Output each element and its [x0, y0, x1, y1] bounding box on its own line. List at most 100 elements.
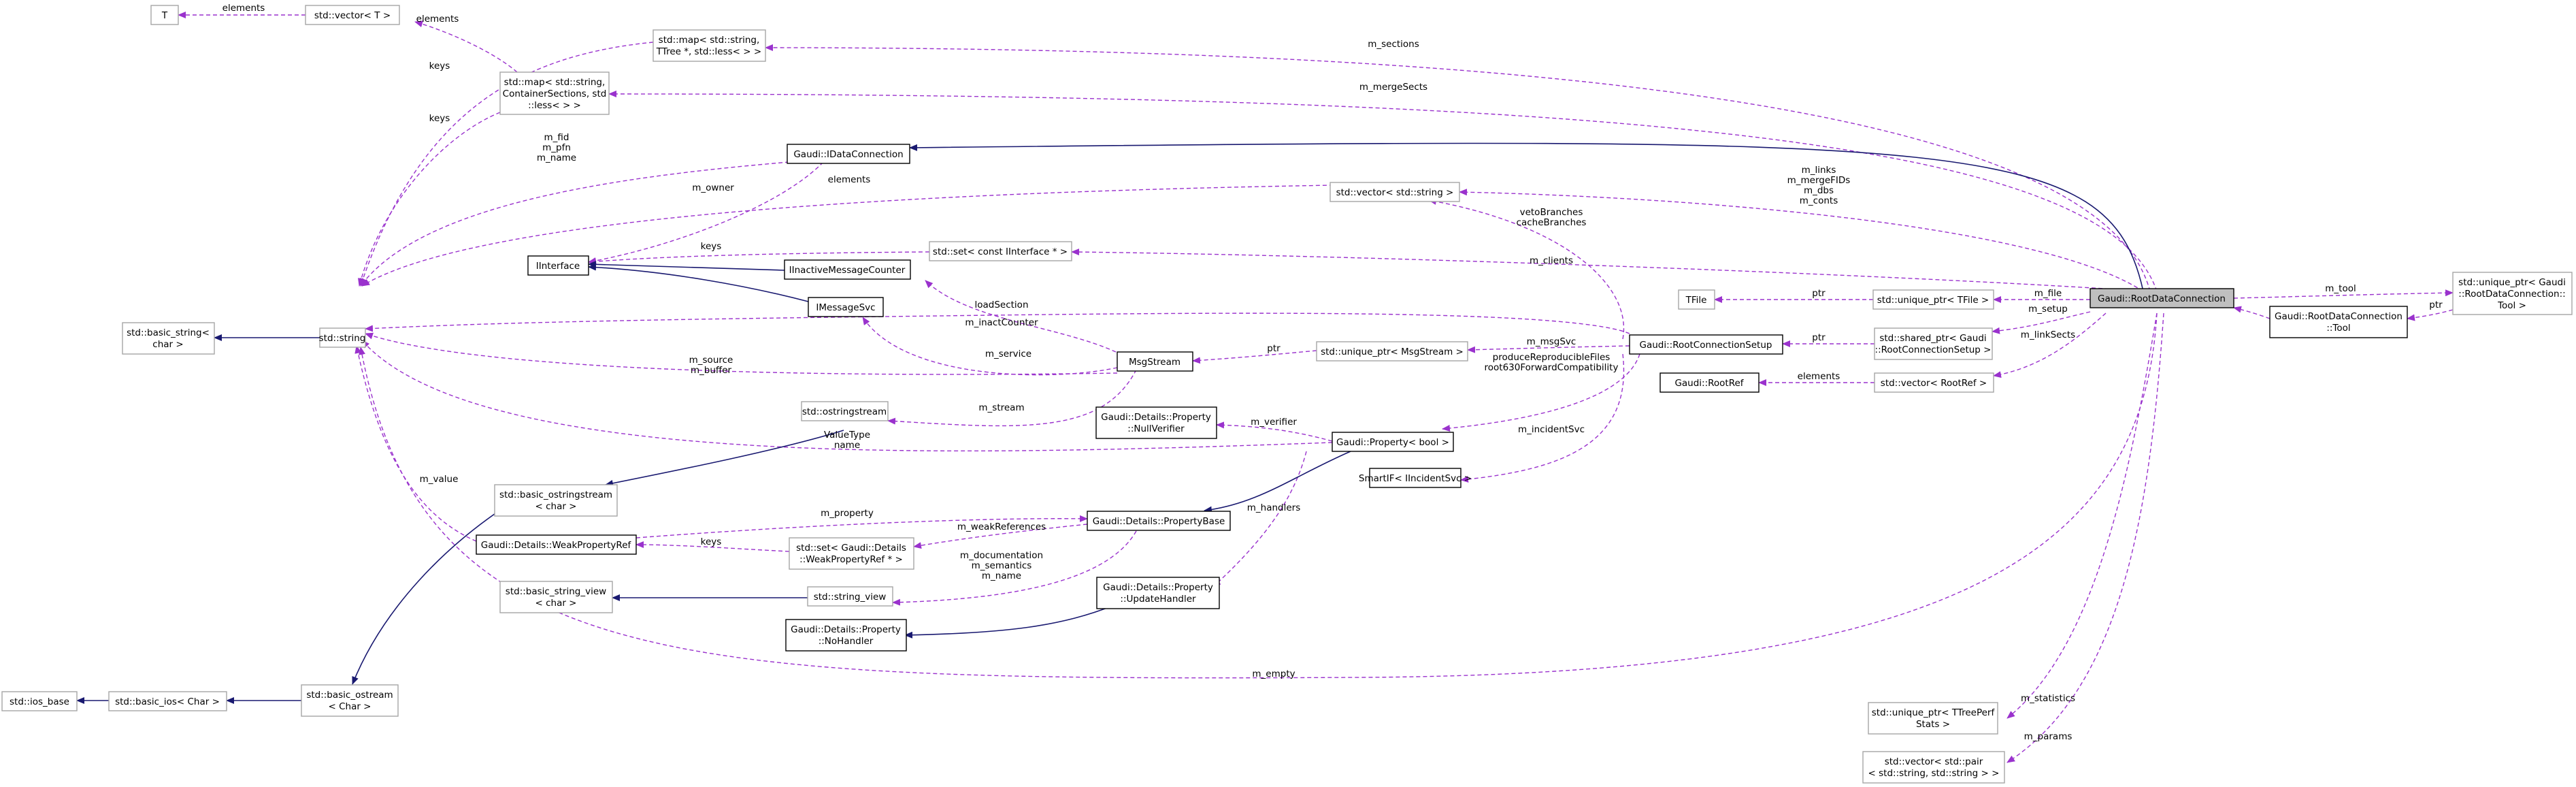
svg-text:std::vector< RootRef >: std::vector< RootRef >: [1881, 378, 1987, 389]
edge-conn-mapContainer: [608, 91, 2158, 292]
node-T[interactable]: T: [150, 5, 179, 25]
label-m-empty: m_empty: [1252, 669, 1295, 679]
node-propertybase[interactable]: Gaudi::Details::PropertyBase: [1087, 511, 1231, 531]
label-m-tool: m_tool: [2325, 283, 2356, 294]
node-basic-string-view[interactable]: std::basic_string_view< char >: [499, 581, 613, 613]
svg-text:std::vector< std::pair< std::s: std::vector< std::pair< std::string, std…: [1868, 756, 2000, 779]
svg-text:Gaudi::Details::PropertyBase: Gaudi::Details::PropertyBase: [1093, 516, 1225, 527]
node-vector-T[interactable]: std::vector< T >: [305, 5, 400, 25]
label-m-mergesects: m_mergeSects: [1359, 82, 1427, 93]
label-elements-vecT: elements: [416, 14, 459, 25]
node-rootref[interactable]: Gaudi::RootRef: [1659, 372, 1760, 393]
edge-propbase-stringview: [892, 530, 1137, 606]
label-m-sections: m_sections: [1368, 39, 1419, 50]
svg-text:Gaudi::Property< bool >: Gaudi::Property< bool >: [1336, 437, 1449, 448]
label-m-owner: m_owner: [692, 182, 734, 193]
node-iinactivemessagecounter[interactable]: IInactiveMessageCounter: [784, 259, 911, 280]
edge-setup-upMsgStream: [1467, 345, 1630, 353]
svg-text:std::ios_base: std::ios_base: [10, 696, 69, 707]
node-smartif-iincidentsvc[interactable]: SmartIF< IIncidentSvc >: [1359, 468, 1472, 488]
edge-conn-string-empty: [359, 312, 2158, 679]
node-weakpropertyref[interactable]: Gaudi::Details::WeakPropertyRef: [476, 534, 637, 555]
edge-inactive-iinterface: [588, 261, 785, 271]
node-ostringstream[interactable]: std::ostringstream: [801, 401, 889, 421]
edge-mapContainer-vecT: [414, 20, 518, 73]
node-unique-ptr-msgstream[interactable]: std::unique_ptr< MsgStream >: [1316, 341, 1468, 362]
edge-conn-mapTTree: [765, 44, 2151, 292]
svg-text:std::basic_ios< Char >: std::basic_ios< Char >: [115, 696, 220, 707]
node-msgstream[interactable]: MsgStream: [1117, 351, 1193, 372]
node-basic-ostringstream[interactable]: std::basic_ostringstream< char >: [494, 484, 618, 517]
edge-ostringstream-basicostringstream: [605, 430, 844, 487]
edge-msgstream-ostringstream: [887, 369, 1137, 427]
node-map-containersections[interactable]: std::map< std::string,ContainerSections,…: [499, 71, 610, 115]
edge-upTool-tool: [2407, 309, 2454, 321]
node-idataconnection[interactable]: Gaudi::IDataConnection: [787, 144, 910, 164]
label-m-stream: m_stream: [978, 402, 1024, 413]
node-tfile[interactable]: TFile: [1678, 289, 1715, 310]
label-m-clients: m_clients: [1530, 255, 1573, 266]
node-basic-ios[interactable]: std::basic_ios< Char >: [108, 691, 227, 711]
edge-imessagesvc-iinterface: [588, 263, 809, 302]
node-set-iinterface[interactable]: std::set< const IInterface * >: [929, 241, 1072, 261]
edge-weakref-propbase: [635, 515, 1088, 539]
node-string-view[interactable]: std::string_view: [807, 586, 893, 607]
svg-text:std::string_view: std::string_view: [814, 592, 887, 603]
edge-basicostringstream-basicostream: [352, 495, 523, 685]
node-ios-base[interactable]: std::ios_base: [1, 691, 78, 711]
edge-upMsgStream-msgstream: [1192, 350, 1317, 364]
node-rootconnectionsetup[interactable]: Gaudi::RootConnectionSetup: [1629, 334, 1783, 355]
node-unique-ptr-tool[interactable]: std::unique_ptr< Gaudi::RootDataConnecti…: [2452, 272, 2573, 315]
edge-msgstream-inactive: [925, 280, 1117, 353]
svg-text:TFile: TFile: [1685, 295, 1707, 306]
svg-text:std::vector< T >: std::vector< T >: [314, 10, 391, 21]
edge-conn-vecpair: [2007, 312, 2164, 763]
edge-mapContainer-string: [358, 112, 501, 287]
edge-weakref-string: [354, 345, 477, 542]
node-property-bool[interactable]: Gaudi::Property< bool >: [1332, 432, 1454, 452]
node-map-ttree[interactable]: std::map< std::string,TTree *, std::less…: [653, 29, 766, 62]
label-keys-map2: keys: [429, 113, 450, 124]
svg-text:MsgStream: MsgStream: [1129, 357, 1180, 368]
edge-updatehandler-nohandler: [904, 604, 1117, 639]
node-vector-pair[interactable]: std::vector< std::pair< std::string, std…: [1862, 751, 2005, 784]
node-rootdataconnection[interactable]: Gaudi::RootDataConnection: [2090, 288, 2234, 308]
node-iinterface[interactable]: IInterface: [527, 255, 589, 276]
edge-setup-string: [365, 312, 1630, 334]
node-nohandler[interactable]: Gaudi::Details::Property::NoHandler: [785, 619, 907, 652]
edge-setup-smartif: [1460, 353, 1625, 483]
node-basic-ostream[interactable]: std::basic_ostream< Char >: [301, 684, 399, 717]
svg-text:std::basic_ostream< Char >: std::basic_ostream< Char >: [306, 690, 393, 712]
edge-setIInterface-iinterface: [588, 251, 930, 266]
svg-text:Gaudi::RootConnectionSetup: Gaudi::RootConnectionSetup: [1640, 340, 1772, 351]
label-m-linksects: m_linkSects: [2021, 330, 2075, 340]
node-std-string[interactable]: std::string: [319, 327, 366, 348]
node-imessagesvc[interactable]: IMessageSvc: [808, 297, 884, 317]
label-m-statistics: m_statistics: [2021, 693, 2075, 704]
svg-text:std::set< Gaudi::Details::Weak: std::set< Gaudi::Details::WeakPropertyRe…: [796, 543, 906, 565]
edge-propbool-propbase: [1204, 451, 1351, 513]
node-rootdataconnection-tool[interactable]: Gaudi::RootDataConnection::Tool: [2269, 306, 2408, 338]
svg-text:std::unique_ptr< Gaudi::RootDa: std::unique_ptr< Gaudi::RootDataConnecti…: [2458, 277, 2566, 311]
node-vector-string[interactable]: std::vector< std::string >: [1330, 182, 1460, 202]
svg-text:IInterface: IInterface: [536, 261, 580, 272]
label-m-value: m_value: [420, 474, 459, 485]
node-vector-rootref[interactable]: std::vector< RootRef >: [1874, 372, 1994, 393]
svg-text:std::ostringstream: std::ostringstream: [802, 406, 887, 417]
svg-text:std::unique_ptr< MsgStream >: std::unique_ptr< MsgStream >: [1321, 347, 1464, 357]
node-updatehandler[interactable]: Gaudi::Details::Property::UpdateHandler: [1096, 577, 1220, 609]
node-basic-string[interactable]: std::basic_string<char >: [122, 322, 215, 355]
node-nullverifier[interactable]: Gaudi::Details::Property::NullVerifier: [1095, 406, 1217, 439]
edge-tool-conn: [2233, 306, 2270, 319]
svg-text:std::shared_ptr< Gaudi::RootCo: std::shared_ptr< Gaudi::RootConnectionSe…: [1875, 333, 1992, 355]
svg-text:std::vector< std::string >: std::vector< std::string >: [1336, 187, 1454, 198]
node-set-weakpropertyref[interactable]: std::set< Gaudi::Details::WeakPropertyRe…: [789, 537, 914, 570]
edge-msgstream-string: [365, 332, 1118, 375]
node-unique-ptr-tfile[interactable]: std::unique_ptr< TFile >: [1872, 289, 1994, 310]
node-shared-ptr-setup[interactable]: std::shared_ptr< Gaudi::RootConnectionSe…: [1874, 327, 1993, 360]
edge-conn-spSetup: [1992, 311, 2091, 334]
